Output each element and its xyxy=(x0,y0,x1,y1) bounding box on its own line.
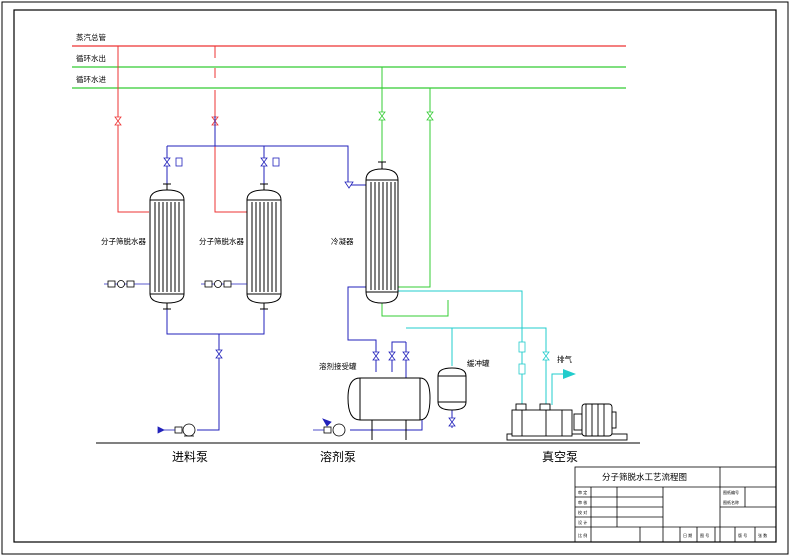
vacuum-valves xyxy=(518,341,550,375)
solvent-tank xyxy=(347,377,431,440)
vacuum-pump-label: 真空泵 xyxy=(542,450,578,464)
check-label: 校 对 xyxy=(578,509,587,515)
review-label: 审 核 xyxy=(578,499,587,505)
cooling-out-label: 循环水出 xyxy=(76,53,106,63)
design-label: 设 计 xyxy=(578,519,587,525)
solvent-pump-label: 溶剂泵 xyxy=(320,449,356,464)
condenser-label: 冷凝器 xyxy=(331,236,354,246)
inner-frame xyxy=(13,9,777,543)
buffer-tank xyxy=(437,367,467,411)
exhaust-arrow xyxy=(563,369,576,379)
process-lines xyxy=(166,116,453,431)
dehydrator-2 xyxy=(246,183,282,310)
date-label: 日 期 xyxy=(683,532,692,538)
steam-lines xyxy=(117,46,247,213)
drawing-number-label: 图纸编号 xyxy=(723,489,739,495)
cooling-valves xyxy=(378,111,434,121)
steam-valves xyxy=(114,116,219,126)
dehydrator-1-drain xyxy=(104,280,150,288)
solvent-pump xyxy=(313,418,346,437)
feed-pump xyxy=(157,423,196,437)
steam-main-label: 蒸汽总管 xyxy=(76,32,106,42)
feed-pump-label: 进料泵 xyxy=(172,450,208,464)
title-block xyxy=(574,466,777,543)
vacuum-pump xyxy=(506,403,628,441)
exhaust-label: 排气 xyxy=(557,354,572,364)
dehydrator-1-label: 分子筛脱水器 xyxy=(101,236,146,246)
version-label: 版 号 xyxy=(738,532,747,538)
process-valves xyxy=(163,157,456,427)
scale-label: 比 例 xyxy=(578,532,587,538)
buffer-tank-label: 缓冲罐 xyxy=(467,358,490,368)
sheets-label: 张 数 xyxy=(758,532,767,538)
drawing-name-label: 图纸名称 xyxy=(723,499,739,505)
dehydrator-2-drain xyxy=(201,280,247,288)
dehydrator-2-label: 分子筛脱水器 xyxy=(199,236,244,246)
drawing-title: 分子筛脱水工艺流程图 xyxy=(602,472,687,483)
dehydrator-1 xyxy=(149,183,185,310)
solvent-tank-label: 溶剂接受罐 xyxy=(319,361,357,371)
condenser xyxy=(365,161,399,304)
approve-label: 审 定 xyxy=(578,489,587,495)
drawing-code-label: 图 号 xyxy=(700,532,709,538)
cooling-in-label: 循环水进 xyxy=(76,74,106,84)
